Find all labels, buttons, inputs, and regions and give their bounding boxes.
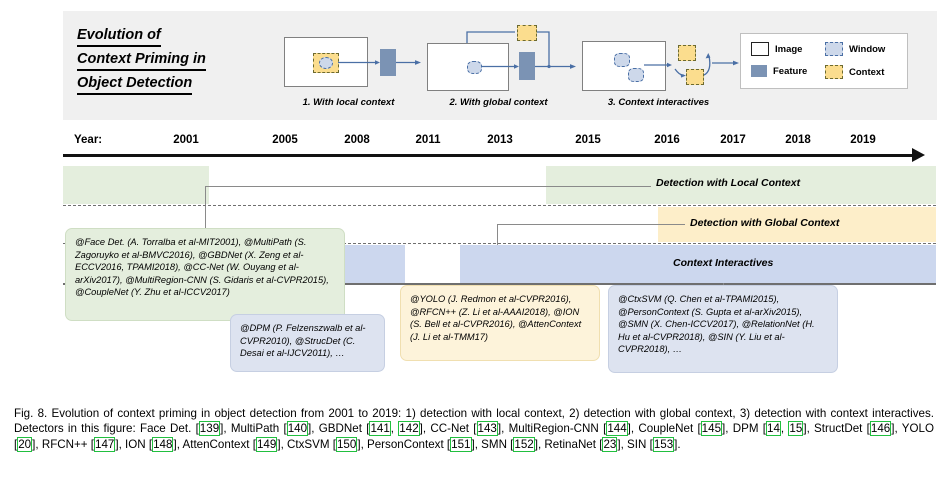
year-tick-2019: 2019 — [850, 134, 876, 146]
year-axis-label: Year: — [74, 134, 103, 146]
feature-box — [519, 52, 535, 80]
citation-link[interactable]: 147 — [94, 436, 116, 452]
divider-global-interactive — [63, 243, 936, 244]
citation-link[interactable]: 20 — [17, 436, 33, 452]
legend-label-feature: Feature — [773, 65, 808, 77]
citation-link[interactable]: 141 — [369, 421, 391, 437]
timeline-arrow-icon — [912, 148, 925, 162]
window-swatch-icon — [825, 42, 843, 56]
context-swatch-icon — [825, 65, 843, 79]
panel-caption-interactive: 3. Context interactives — [607, 97, 710, 108]
band-label-local: Detection with Local Context — [656, 177, 801, 189]
band-global-leader-h — [497, 224, 685, 225]
year-tick-2013: 2013 — [487, 134, 513, 146]
year-tick-2018: 2018 — [785, 134, 811, 146]
feature-swatch-icon — [751, 65, 767, 77]
figure-title: Evolution of Context Priming in Object D… — [77, 25, 267, 97]
diagram-panel-interactive: 3. Context interactives — [576, 23, 741, 118]
citation-link[interactable]: 15 — [788, 421, 804, 437]
caption-label: Fig. 8. — [14, 407, 48, 420]
year-tick-2005: 2005 — [272, 134, 298, 146]
title-line-1: Evolution of — [77, 25, 161, 47]
citation-link[interactable]: 150 — [335, 436, 358, 452]
band-local-right — [546, 166, 936, 204]
year-tick-2015: 2015 — [575, 134, 601, 146]
window-box-b — [628, 68, 644, 82]
legend-label-window: Window — [849, 43, 886, 55]
citation-link[interactable]: 14 — [766, 421, 781, 437]
context-box — [517, 25, 537, 41]
citation-link[interactable]: 139 — [198, 421, 221, 437]
year-tick-2001: 2001 — [173, 134, 199, 146]
citation-link[interactable]: 23 — [602, 436, 618, 452]
year-tick-2017: 2017 — [720, 134, 746, 146]
legend-item-context: Context — [825, 65, 884, 79]
citation-link[interactable]: 140 — [286, 421, 309, 437]
band-interactive-c — [460, 245, 936, 283]
year-tick-2016: 2016 — [654, 134, 680, 146]
panel-local-arrows — [338, 60, 421, 65]
note-local-context: @Face Det. (A. Torralba et al-MIT2001), … — [65, 228, 345, 321]
citation-link[interactable]: 149 — [255, 436, 278, 452]
band-interactive-leader-base — [63, 283, 936, 285]
window-box-a — [614, 53, 630, 67]
legend-label-image: Image — [775, 43, 803, 55]
feature-box — [380, 49, 396, 76]
citation-link[interactable]: 143 — [476, 421, 498, 437]
citation-link[interactable]: 148 — [152, 436, 174, 452]
diagram-panel-global: 2. With global context — [421, 23, 576, 118]
panel-caption-global: 2. With global context — [449, 97, 548, 108]
panel-interactive-arrows — [644, 53, 739, 78]
citation-link[interactable]: 142 — [398, 421, 420, 437]
window-box — [467, 61, 482, 74]
citation-link[interactable]: 151 — [450, 436, 472, 452]
band-label-interactive: Context Interactives — [673, 257, 774, 269]
panel-caption-local: 1. With local context — [302, 97, 395, 108]
year-tick-2011: 2011 — [415, 134, 441, 146]
citation-link[interactable]: 152 — [513, 436, 535, 452]
citation-link[interactable]: 146 — [869, 421, 892, 437]
band-local-left — [63, 166, 209, 204]
note-global-context: @YOLO (J. Redmon et al-CVPR2016), @RFCN+… — [400, 285, 600, 361]
figure-caption: Fig. 8. Evolution of context priming in … — [14, 406, 934, 452]
band-global — [658, 207, 936, 242]
context-box-a — [678, 45, 696, 61]
legend-item-feature: Feature — [751, 65, 807, 77]
band-local-leader-h — [205, 186, 651, 187]
note-dpm: @DPM (P. Felzenszwalb et al-CVPR2010), @… — [230, 314, 385, 372]
divider-local-global — [63, 205, 936, 206]
title-line-2: Context Priming in — [77, 49, 206, 71]
band-local-leader-v — [205, 186, 206, 229]
diagram-panel-local: 1. With local context — [276, 23, 421, 118]
citation-link[interactable]: 153 — [652, 436, 675, 452]
panel-global-arrows — [466, 31, 576, 69]
image-swatch-icon — [751, 42, 769, 56]
citation-link[interactable]: 145 — [700, 421, 723, 437]
band-interactive-b — [345, 245, 405, 283]
timeline-axis — [63, 154, 915, 157]
window-box — [319, 57, 333, 69]
legend-item-image: Image — [751, 42, 802, 56]
band-label-global: Detection with Global Context — [690, 217, 840, 229]
legend: Image Window Feature Context — [740, 33, 908, 89]
context-box-b — [686, 69, 704, 85]
note-context-interactives: @CtxSVM (Q. Chen et al-TPAMI2015), @Pers… — [608, 285, 838, 373]
legend-label-context: Context — [849, 66, 885, 78]
caption-text: Evolution of context priming in object d… — [14, 407, 934, 452]
year-tick-2008: 2008 — [344, 134, 370, 146]
title-line-3: Object Detection — [77, 73, 193, 95]
legend-item-window: Window — [825, 42, 885, 56]
citation-link[interactable]: 144 — [606, 421, 628, 437]
